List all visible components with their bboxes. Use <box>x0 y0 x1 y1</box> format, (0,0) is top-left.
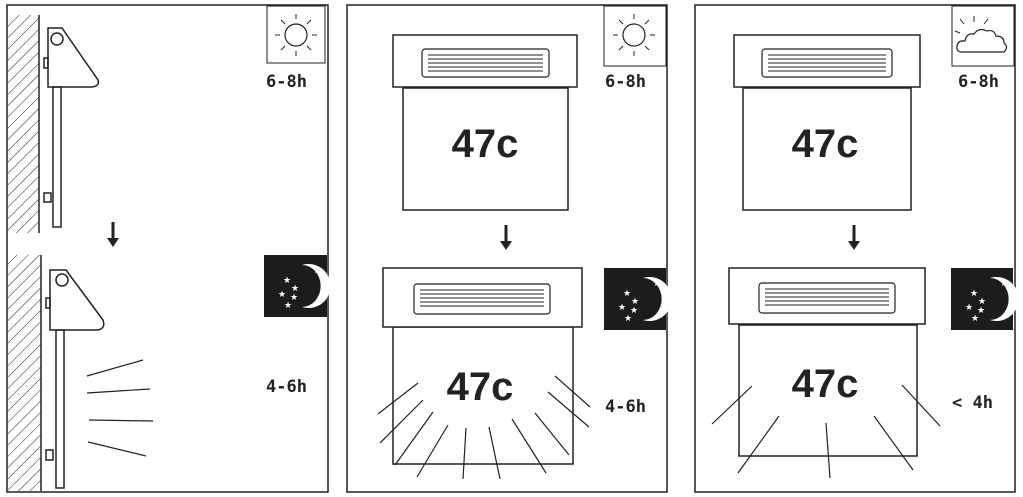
night-duration: < 4h <box>952 393 993 413</box>
heat-rays-1 <box>86 359 154 457</box>
temperature-label: 47c <box>447 365 514 409</box>
svg-text:★: ★ <box>278 290 286 300</box>
svg-text:★: ★ <box>631 297 639 307</box>
night-duration: 4-6h <box>605 397 646 417</box>
svg-text:★: ★ <box>623 289 631 299</box>
transition-arrow-3 <box>848 225 860 250</box>
svg-text:★: ★ <box>291 284 299 294</box>
panel-2: 47c 47c <box>346 4 672 493</box>
cloud-icon <box>951 5 1015 67</box>
svg-text:★: ★ <box>313 266 321 276</box>
wall-heater-side-top <box>43 27 100 228</box>
sun-icon <box>603 5 667 67</box>
day-duration: 6-8h <box>605 72 646 92</box>
svg-text:★: ★ <box>624 314 632 324</box>
sun-icon <box>266 5 326 64</box>
panel-3: 47c 47c <box>694 4 1019 493</box>
transition-arrow-1 <box>107 222 119 247</box>
wall-heater-side-bottom <box>45 269 105 489</box>
heat-rays-2 <box>377 375 591 480</box>
temperature-label: 47c <box>792 122 859 166</box>
svg-text:★: ★ <box>971 314 979 324</box>
day-duration: 6-8h <box>266 72 307 92</box>
transition-arrow-2 <box>500 225 512 250</box>
wall-bottom <box>8 255 41 491</box>
moon-icon: ★★ ★★ ★★ <box>604 268 672 330</box>
moon-icon: ★★ ★★ ★★ <box>264 255 331 317</box>
panel-1: 6-8h ★★ ★★ ★★ 4-6h <box>6 4 331 493</box>
moon-icon: ★★ ★★ ★★ <box>951 268 1019 330</box>
svg-text:★: ★ <box>283 276 291 286</box>
heater-front-bottom: 47c <box>382 267 583 465</box>
svg-text:★: ★ <box>978 297 986 307</box>
svg-text:★: ★ <box>653 279 661 289</box>
heater-front-top: 47c <box>733 34 921 211</box>
night-duration: 4-6h <box>266 377 307 397</box>
panel-1-frame <box>6 4 329 493</box>
wall-top <box>8 15 39 233</box>
day-duration: 6-8h <box>958 72 999 92</box>
svg-text:★: ★ <box>618 303 626 313</box>
panel-2-frame <box>346 4 668 493</box>
svg-text:★: ★ <box>977 306 985 316</box>
svg-text:★: ★ <box>970 289 978 299</box>
temperature-label: 47c <box>452 122 519 166</box>
svg-text:★: ★ <box>965 303 973 313</box>
svg-text:★: ★ <box>1000 279 1008 289</box>
svg-text:★: ★ <box>290 293 298 303</box>
svg-text:★: ★ <box>284 301 292 311</box>
heat-rays-3 <box>711 384 941 479</box>
panel-3-frame <box>694 4 1016 493</box>
temperature-label: 47c <box>792 362 859 406</box>
svg-text:★: ★ <box>630 306 638 316</box>
heater-front-bottom: 47c <box>728 267 926 457</box>
heater-front-top: 47c <box>392 34 578 211</box>
